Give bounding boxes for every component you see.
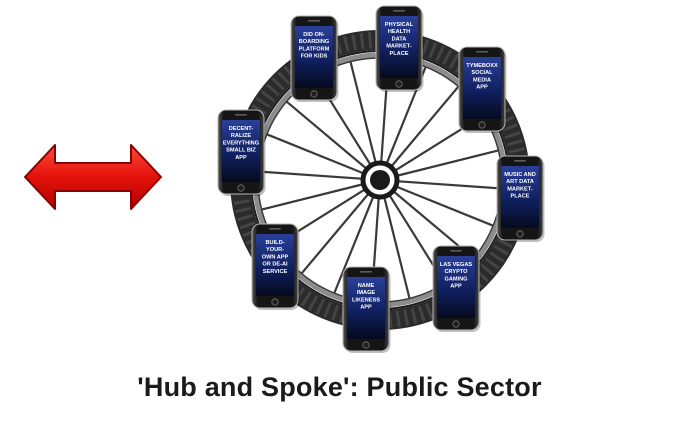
phone-label-line: GAMING bbox=[445, 276, 468, 282]
phone-label-line: DID ON- bbox=[303, 32, 325, 38]
phone-label-line: SERVICE bbox=[263, 269, 288, 275]
home-button-icon bbox=[478, 121, 486, 129]
wheel-hub-center bbox=[370, 170, 390, 190]
phone-label-line: HEALTH bbox=[388, 29, 410, 35]
phone-label-line: APP bbox=[476, 85, 488, 91]
phone-label-line: OWN APP bbox=[262, 254, 289, 260]
phone-label-line: SOCIAL bbox=[471, 70, 493, 76]
phone-screen bbox=[463, 57, 501, 119]
phone-screen bbox=[380, 16, 418, 78]
home-button-icon bbox=[237, 184, 245, 192]
wheel-spoke bbox=[394, 179, 502, 190]
home-button-icon bbox=[452, 320, 460, 328]
phone-label-line: YOUR- bbox=[266, 247, 284, 253]
phone-label-line: IMAGE bbox=[357, 290, 376, 296]
phone-label-line: APP bbox=[450, 284, 462, 290]
phone-label-line: FOR KIDS bbox=[301, 54, 328, 60]
phone-label-line: PLATFORM bbox=[299, 46, 330, 52]
phone-label-line: ART DATA bbox=[506, 179, 534, 185]
phone-screen bbox=[501, 166, 539, 228]
phone-label-line: BOARDING bbox=[299, 39, 329, 45]
home-button-icon bbox=[362, 341, 370, 349]
wheel-spoke bbox=[394, 149, 499, 178]
wheel-spoke bbox=[382, 194, 411, 299]
wheel-spoke bbox=[261, 182, 366, 211]
phone-screen bbox=[295, 26, 333, 88]
phone-label-line: LIKENESS bbox=[352, 297, 380, 303]
phone-label-line: MARKET- bbox=[507, 186, 533, 192]
phone-label-line: TYMEBOXX bbox=[466, 63, 498, 69]
wheel-spoke bbox=[333, 193, 376, 294]
wheel-spoke bbox=[285, 100, 370, 172]
diagram-caption: 'Hub and Spoke': Public Sector bbox=[137, 372, 542, 402]
phone-screen bbox=[437, 256, 475, 318]
home-button-icon bbox=[395, 80, 403, 88]
phone-screen bbox=[222, 120, 260, 182]
wheel-spoke bbox=[266, 133, 367, 176]
phone-label-line: RALIZE bbox=[231, 133, 251, 139]
phone-label-line: EVERYTHING bbox=[223, 140, 259, 146]
phone-label-line: APP bbox=[235, 155, 247, 161]
phone-label-line: PLACE bbox=[511, 194, 530, 200]
phone-label-line: DECENT- bbox=[229, 126, 254, 132]
phone-label-line: LAS VEGAS bbox=[440, 262, 473, 268]
phone-label-line: MARKET- bbox=[386, 44, 412, 50]
phone-label-line: MUSIC AND bbox=[504, 172, 536, 178]
phone-label-line: APP bbox=[360, 305, 372, 311]
wheel-spoke bbox=[388, 85, 460, 170]
wheel-spoke bbox=[349, 61, 378, 166]
phone-label-line: PHYSICAL bbox=[385, 22, 414, 28]
phone-label-line: OR DE-AI bbox=[262, 262, 288, 268]
home-button-icon bbox=[516, 230, 524, 238]
phone-label-line: SMALL BIZ bbox=[226, 148, 256, 154]
home-button-icon bbox=[310, 90, 318, 98]
phone-label-line: PLACE bbox=[390, 51, 409, 57]
phone-label-line: NAME bbox=[358, 283, 375, 289]
wheel-spoke bbox=[393, 184, 494, 227]
phone-label-line: CRYPTO bbox=[444, 269, 468, 275]
double-arrow-icon bbox=[24, 144, 162, 210]
phone-screen bbox=[347, 277, 385, 339]
home-button-icon bbox=[271, 298, 279, 306]
phone-label-line: DATA bbox=[392, 36, 407, 42]
wheel-spoke bbox=[300, 190, 372, 275]
phone-screen bbox=[256, 234, 294, 296]
phone-label-line: BUILD- bbox=[266, 240, 285, 246]
phone-label-line: MEDIA bbox=[473, 77, 491, 83]
wheel-spoke bbox=[258, 170, 366, 181]
